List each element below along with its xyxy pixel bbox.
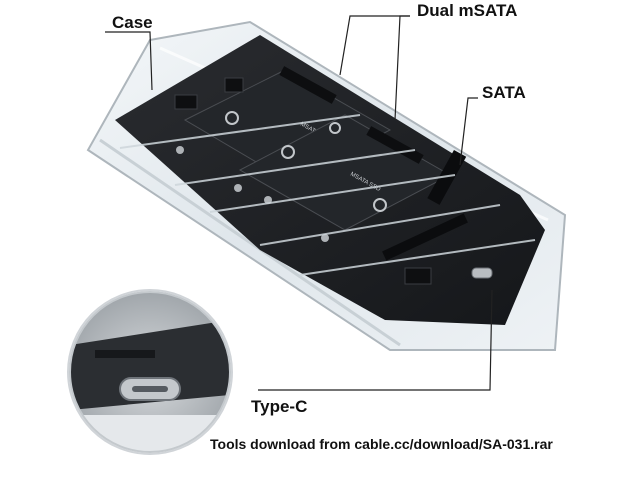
download-note: Tools download from cable.cc/download/SA… — [210, 436, 553, 452]
chip — [224, 77, 244, 93]
callout-dual-msata: Dual mSATA — [417, 1, 518, 20]
callout-lines — [105, 15, 493, 391]
chip — [174, 94, 198, 110]
screw — [176, 146, 184, 154]
mounting-hole — [281, 145, 295, 159]
mounting-hole — [225, 111, 239, 125]
callout-type-c: Type-C — [251, 397, 308, 416]
callout-case: Case — [112, 13, 153, 32]
sata-connector — [382, 149, 468, 261]
mounting-hole — [373, 198, 387, 212]
chip — [404, 267, 432, 285]
mounting-hole — [329, 122, 341, 134]
zoom-inset — [67, 289, 233, 455]
screw — [234, 184, 242, 192]
callout-sata: SATA — [482, 83, 526, 102]
case-ribs — [119, 114, 536, 276]
screw — [321, 234, 329, 242]
type-c-port — [471, 267, 493, 279]
